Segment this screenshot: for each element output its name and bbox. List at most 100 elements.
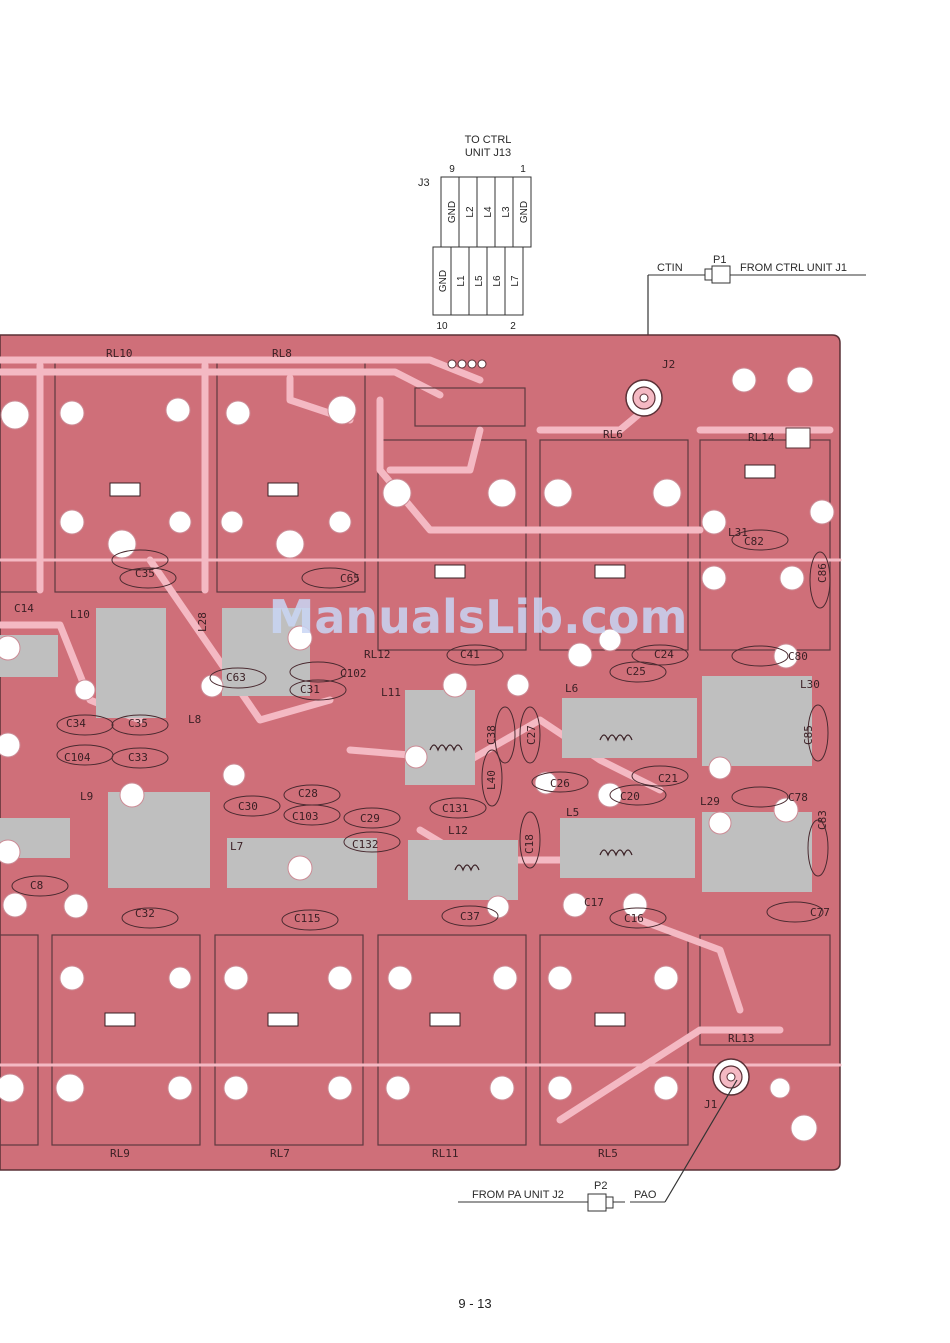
p2-desc: FROM PA UNIT J2 [472, 1189, 564, 1201]
label-c33: C33 [128, 751, 148, 764]
label-rl10: RL10 [106, 347, 133, 360]
j3-bottom-pin-label: L6 [492, 275, 503, 287]
label-c85: C85 [802, 725, 815, 745]
label-c18: C18 [523, 834, 536, 854]
label-c103: C103 [292, 810, 319, 823]
label-rl6: RL6 [603, 428, 623, 441]
label-c37: C37 [460, 910, 480, 923]
label-l9: L9 [80, 790, 93, 803]
label-c80: C80 [788, 650, 808, 663]
coax-jack-j2 [625, 379, 663, 417]
label-c82: C82 [744, 535, 764, 548]
label-c25: C25 [626, 665, 646, 678]
inductor-coils [429, 734, 633, 872]
label-c16: C16 [624, 912, 644, 925]
label-c131: C131 [442, 802, 469, 815]
j3-pin-9: 9 [449, 164, 455, 175]
label-c28: C28 [298, 787, 318, 800]
connector-p2: FROM PA UNIT J2 P2 PAO [458, 1079, 738, 1212]
j3-footprint-pins [447, 359, 487, 369]
label-l30: L30 [800, 678, 820, 691]
j3-bottom-pin-label: L7 [510, 275, 521, 287]
label-c78: C78 [788, 791, 808, 804]
relay-coil-symbols [104, 464, 776, 1027]
page-number: 9 - 13 [458, 1296, 492, 1311]
j3-pin-2: 2 [510, 321, 516, 332]
connector-j3: TO CTRL UNIT J13 J3 9 1 GND L2 L4 L3 GND… [418, 134, 532, 332]
relay-outlines-bottom [0, 934, 831, 1146]
j3-top-row-box [440, 176, 532, 248]
label-c104: C104 [64, 751, 91, 764]
label-c35: C35 [135, 567, 155, 580]
label-rl13: RL13 [728, 1032, 755, 1045]
label-c102: C102 [340, 667, 367, 680]
label-rl14: RL14 [748, 431, 775, 444]
j3-footprint [414, 387, 526, 427]
label-l5: L5 [566, 806, 579, 819]
label-l8: L8 [188, 713, 201, 726]
label-c63: C63 [226, 671, 246, 684]
pcb-traces [0, 356, 842, 1124]
label-rl5: RL5 [598, 1147, 618, 1160]
label-l6: L6 [565, 682, 578, 695]
label-c21: C21 [658, 772, 678, 785]
label-c8: C8 [30, 879, 43, 892]
label-c29: C29 [360, 812, 380, 825]
j3-top-pin-label: L2 [465, 206, 476, 218]
j3-pin-10: 10 [436, 321, 448, 332]
p1-net-label: CTIN [657, 262, 683, 274]
label-c115: C115 [294, 912, 321, 925]
label-j1: J1 [704, 1098, 717, 1111]
label-l28: L28 [196, 612, 209, 632]
connector-p1: CTIN P1 FROM CTRL UNIT J1 [647, 254, 866, 395]
label-l10: L10 [70, 608, 90, 621]
j3-top-pin-label: GND [447, 201, 458, 223]
label-c77: C77 [810, 906, 830, 919]
j3-bottom-pin-label: L1 [456, 275, 467, 287]
label-c41: C41 [460, 648, 480, 661]
p2-net-label: PAO [634, 1189, 657, 1201]
pcb-board: RL10 RL8 J2 RL6 RL14 L31 C82 C86 C35 C65… [0, 334, 842, 1171]
j3-ref: J3 [418, 177, 430, 189]
label-rl9: RL9 [110, 1147, 130, 1160]
j3-top-pin-label: L4 [483, 206, 494, 218]
label-c132: C132 [352, 838, 379, 851]
label-c27: C27 [525, 725, 538, 745]
p1-plug-icon [711, 265, 731, 284]
p2-ref: P2 [594, 1180, 607, 1192]
label-c17: C17 [584, 896, 604, 909]
label-c38: C38 [485, 725, 498, 745]
label-j2: J2 [662, 358, 675, 371]
label-c65: C65 [340, 572, 360, 585]
label-c24: C24 [654, 648, 674, 661]
p2-plug-icon [587, 1193, 607, 1212]
label-l11: L11 [381, 686, 401, 699]
label-rl11: RL11 [432, 1147, 459, 1160]
label-c14: C14 [14, 602, 34, 615]
capacitor-outlines [11, 529, 831, 931]
label-rl8: RL8 [272, 347, 292, 360]
p1-ref: P1 [713, 254, 726, 266]
label-l40: L40 [485, 770, 498, 790]
label-rl12: RL12 [364, 648, 391, 661]
coax-jack-j1 [712, 1058, 750, 1096]
j3-bottom-pin-label: GND [438, 270, 449, 292]
watermark: ManualsLib.com [269, 590, 688, 644]
label-c35-b: C35 [128, 717, 148, 730]
label-c32: C32 [135, 907, 155, 920]
j3-heading-line2: UNIT J13 [465, 147, 511, 159]
j3-heading-line1: TO CTRL [465, 134, 512, 146]
pcb-component-bodies [0, 608, 812, 900]
label-c25-b: C26 [550, 777, 570, 790]
label-c34: C34 [66, 717, 86, 730]
label-l31: L31 [728, 526, 748, 539]
label-rl7: RL7 [270, 1147, 290, 1160]
j3-top-pin-label: GND [519, 201, 530, 223]
label-l7: L7 [230, 840, 243, 853]
label-c86: C86 [816, 563, 829, 583]
pcb-silkscreen-labels: RL10 RL8 J2 RL6 RL14 L31 C82 C86 C35 C65… [14, 347, 830, 1160]
label-c20: C20 [620, 790, 640, 803]
label-l12: L12 [448, 824, 468, 837]
label-c30: C30 [238, 800, 258, 813]
label-c31: C31 [300, 683, 320, 696]
